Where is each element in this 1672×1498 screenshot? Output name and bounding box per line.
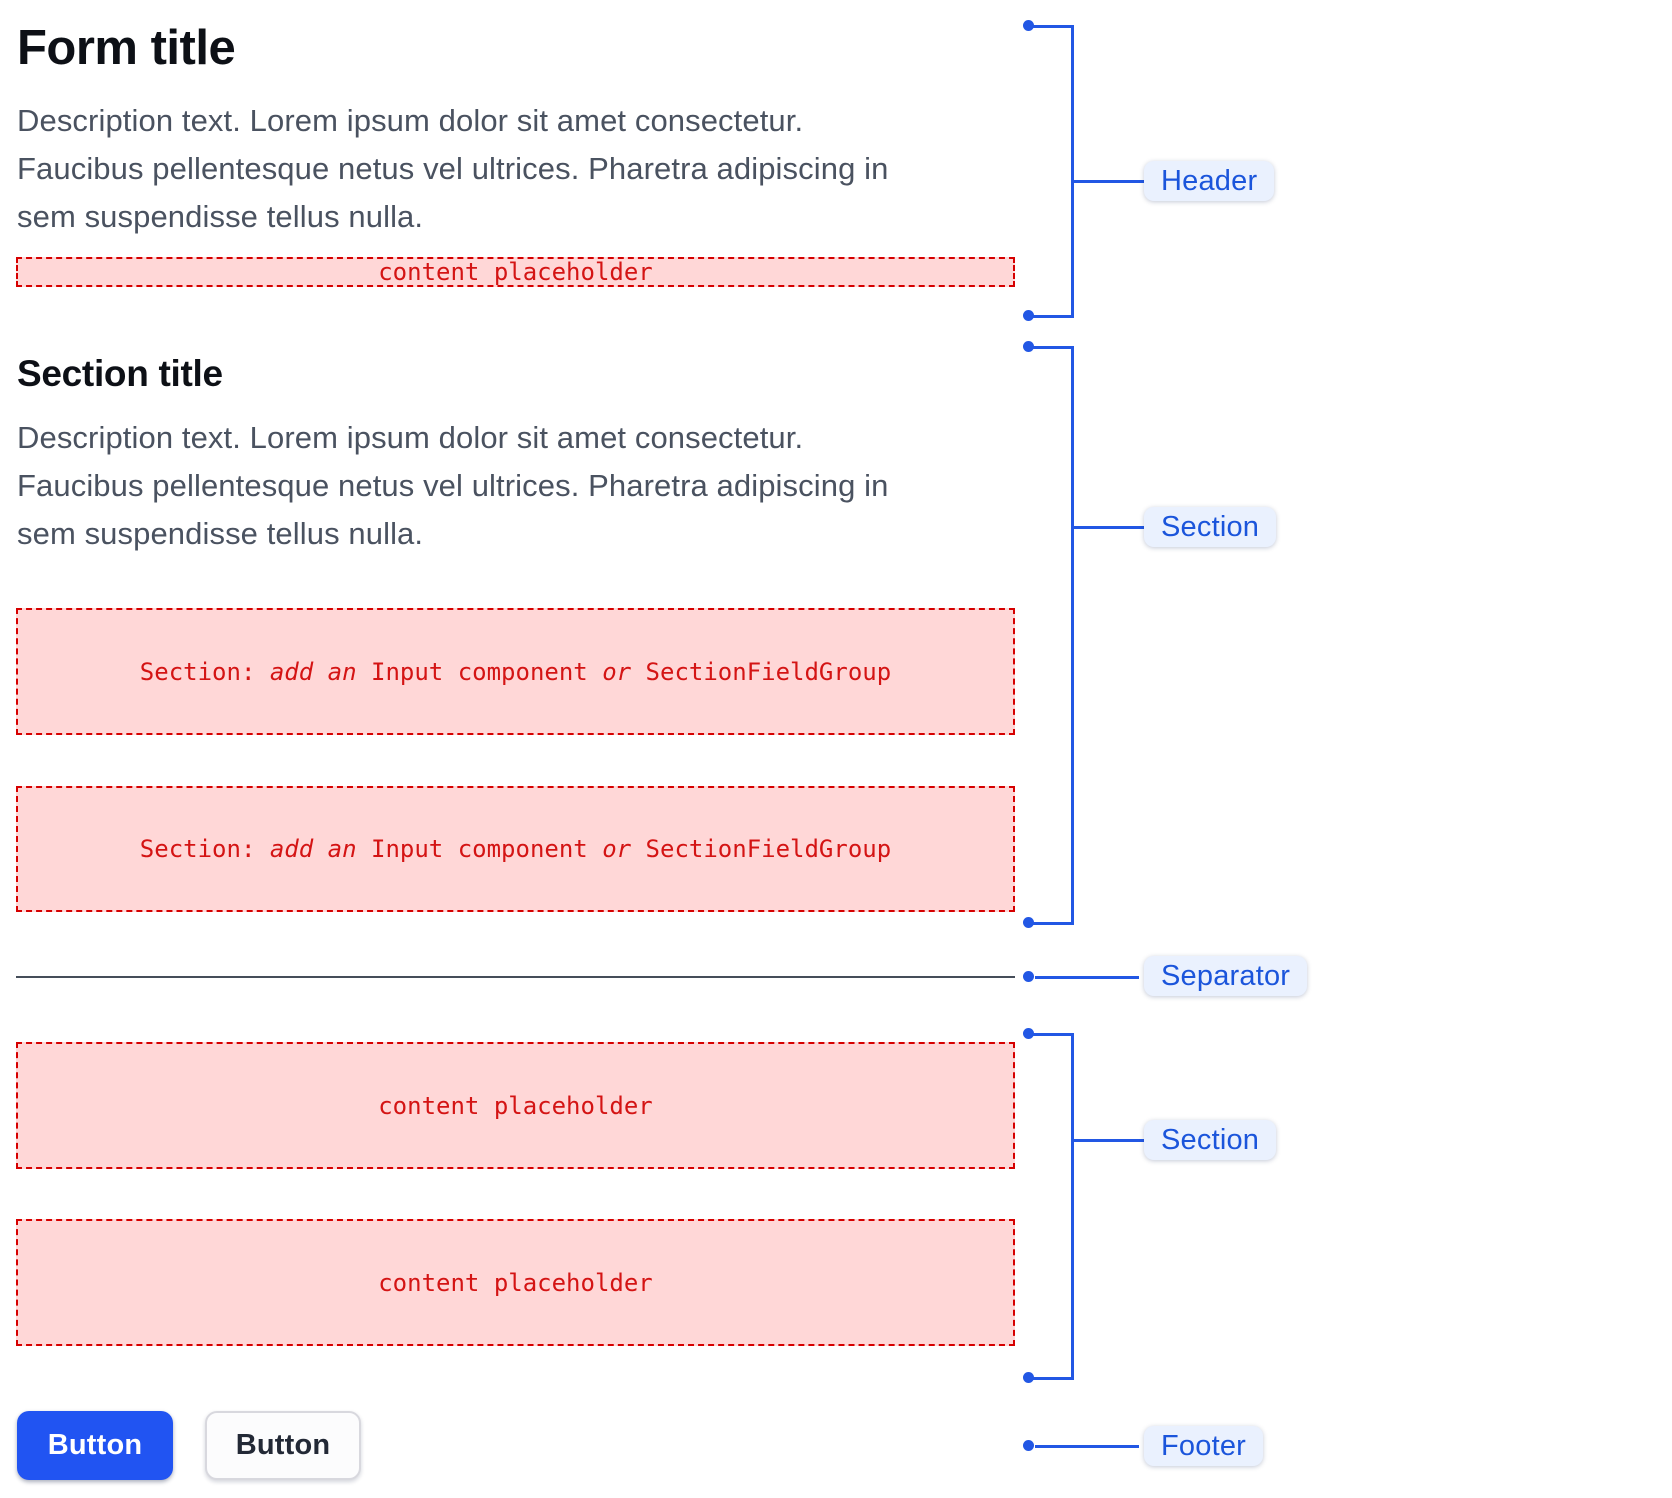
- primary-button[interactable]: Button: [17, 1411, 173, 1480]
- section-content-placeholder: content placeholder: [16, 1042, 1015, 1169]
- footer-label-connector: [1035, 1445, 1139, 1448]
- form-description-line: sem suspendisse tellus nulla.: [17, 199, 424, 234]
- separator: [16, 976, 1015, 978]
- section1-bracket-line: [1071, 347, 1074, 924]
- anchor-dot: [1023, 917, 1034, 928]
- placeholder-text-italic: or: [602, 835, 632, 863]
- bracket-stub: [1030, 1377, 1074, 1380]
- section1-label-connector: [1072, 526, 1144, 529]
- header-label-connector: [1072, 180, 1144, 183]
- header-content-placeholder: content placeholder: [16, 257, 1015, 287]
- placeholder-text: Section:: [139, 657, 270, 686]
- bracket-stub: [1030, 346, 1074, 349]
- form-description-line: Description text. Lorem ipsum dolor sit …: [17, 103, 804, 138]
- form-title: Form title: [17, 21, 236, 75]
- placeholder-text: content placeholder: [378, 258, 653, 286]
- secondary-button[interactable]: Button: [205, 1411, 361, 1480]
- placeholder-text: SectionFieldGroup: [631, 835, 892, 863]
- separator-label-connector: [1035, 976, 1139, 979]
- section-input-placeholder: Section: add an Input component or Secti…: [16, 786, 1015, 912]
- placeholder-text: Section:: [139, 835, 270, 863]
- form-description-line: Faucibus pellentesque netus vel ultrices…: [17, 151, 889, 186]
- placeholder-text-italic: add an: [269, 835, 357, 863]
- section-description-line: Description text. Lorem ipsum dolor sit …: [17, 420, 804, 455]
- section-label: Section: [1144, 1120, 1277, 1160]
- section-title: Section title: [17, 353, 223, 394]
- placeholder-text: Input component: [356, 835, 603, 863]
- anchor-dot: [1023, 1440, 1034, 1451]
- header-label: Header: [1144, 161, 1275, 201]
- header-bracket-line: [1071, 26, 1074, 317]
- section-description-line: Faucibus pellentesque netus vel ultrices…: [17, 468, 889, 503]
- placeholder-text-italic: add an: [269, 657, 357, 686]
- separator-label: Separator: [1144, 956, 1308, 996]
- bracket-stub: [1030, 1033, 1074, 1036]
- section-description: Description text. Lorem ipsum dolor sit …: [17, 414, 888, 558]
- form-description: Description text. Lorem ipsum dolor sit …: [17, 97, 888, 241]
- placeholder-text: Input component: [356, 657, 603, 686]
- placeholder-text: SectionFieldGroup: [631, 657, 892, 686]
- section-description-line: sem suspendisse tellus nulla.: [17, 516, 424, 551]
- anchor-dot: [1023, 310, 1034, 321]
- placeholder-text-italic: or: [602, 657, 632, 686]
- anchor-dot: [1023, 1372, 1034, 1383]
- bracket-stub: [1030, 922, 1074, 925]
- bracket-stub: [1030, 315, 1074, 318]
- anchor-dot: [1023, 1028, 1034, 1039]
- placeholder-text: content placeholder: [378, 1091, 653, 1120]
- section-input-placeholder: Section: add an Input component or Secti…: [16, 608, 1015, 735]
- anchor-dot: [1023, 971, 1034, 982]
- section-content-placeholder: content placeholder: [16, 1219, 1015, 1346]
- section2-label-connector: [1072, 1139, 1144, 1142]
- section-label: Section: [1144, 507, 1277, 547]
- placeholder-text: content placeholder: [378, 1268, 653, 1297]
- footer-label: Footer: [1144, 1426, 1264, 1466]
- anchor-dot: [1023, 20, 1034, 31]
- bracket-stub: [1030, 25, 1074, 28]
- section2-bracket-line: [1071, 1034, 1074, 1379]
- anchor-dot: [1023, 341, 1034, 352]
